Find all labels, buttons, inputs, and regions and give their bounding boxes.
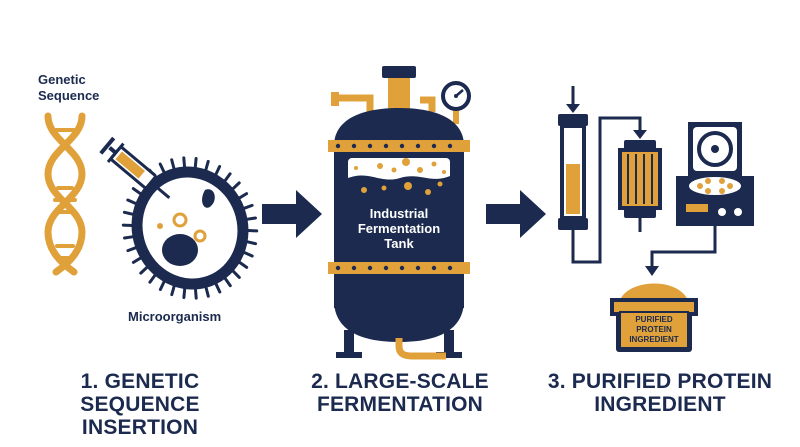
pressure-gauge-icon	[441, 81, 471, 111]
step-2-title: 2. LARGE-SCALE FERMENTATION	[311, 370, 489, 416]
step-1-title: 1. GENETIC SEQUENCE INSERTION	[80, 370, 200, 439]
protein-powder-container-icon	[610, 283, 698, 352]
arrow-right-icon	[486, 190, 546, 238]
step-3-title: 3. PURIFIED PROTEIN INGREDIENT	[547, 370, 773, 416]
dna-icon	[44, 112, 86, 276]
centrifuge-icon	[676, 122, 754, 226]
arrow-right-icon	[262, 190, 322, 238]
product-label: PURIFIED PROTEIN INGREDIENT	[629, 315, 679, 344]
arrow-down-icon	[566, 86, 580, 113]
chromatography-column-icon	[558, 114, 588, 246]
microorganism-icon	[121, 156, 259, 300]
microorganism-label: Microorganism	[128, 309, 222, 324]
fermentation-tank-icon	[328, 66, 470, 360]
filter-cartridge-icon	[618, 140, 662, 232]
genetic-sequence-label: Genetic Sequence	[38, 72, 100, 103]
syringe-icon	[99, 136, 171, 199]
tank-label: Industrial Fermentation Tank	[357, 206, 441, 251]
